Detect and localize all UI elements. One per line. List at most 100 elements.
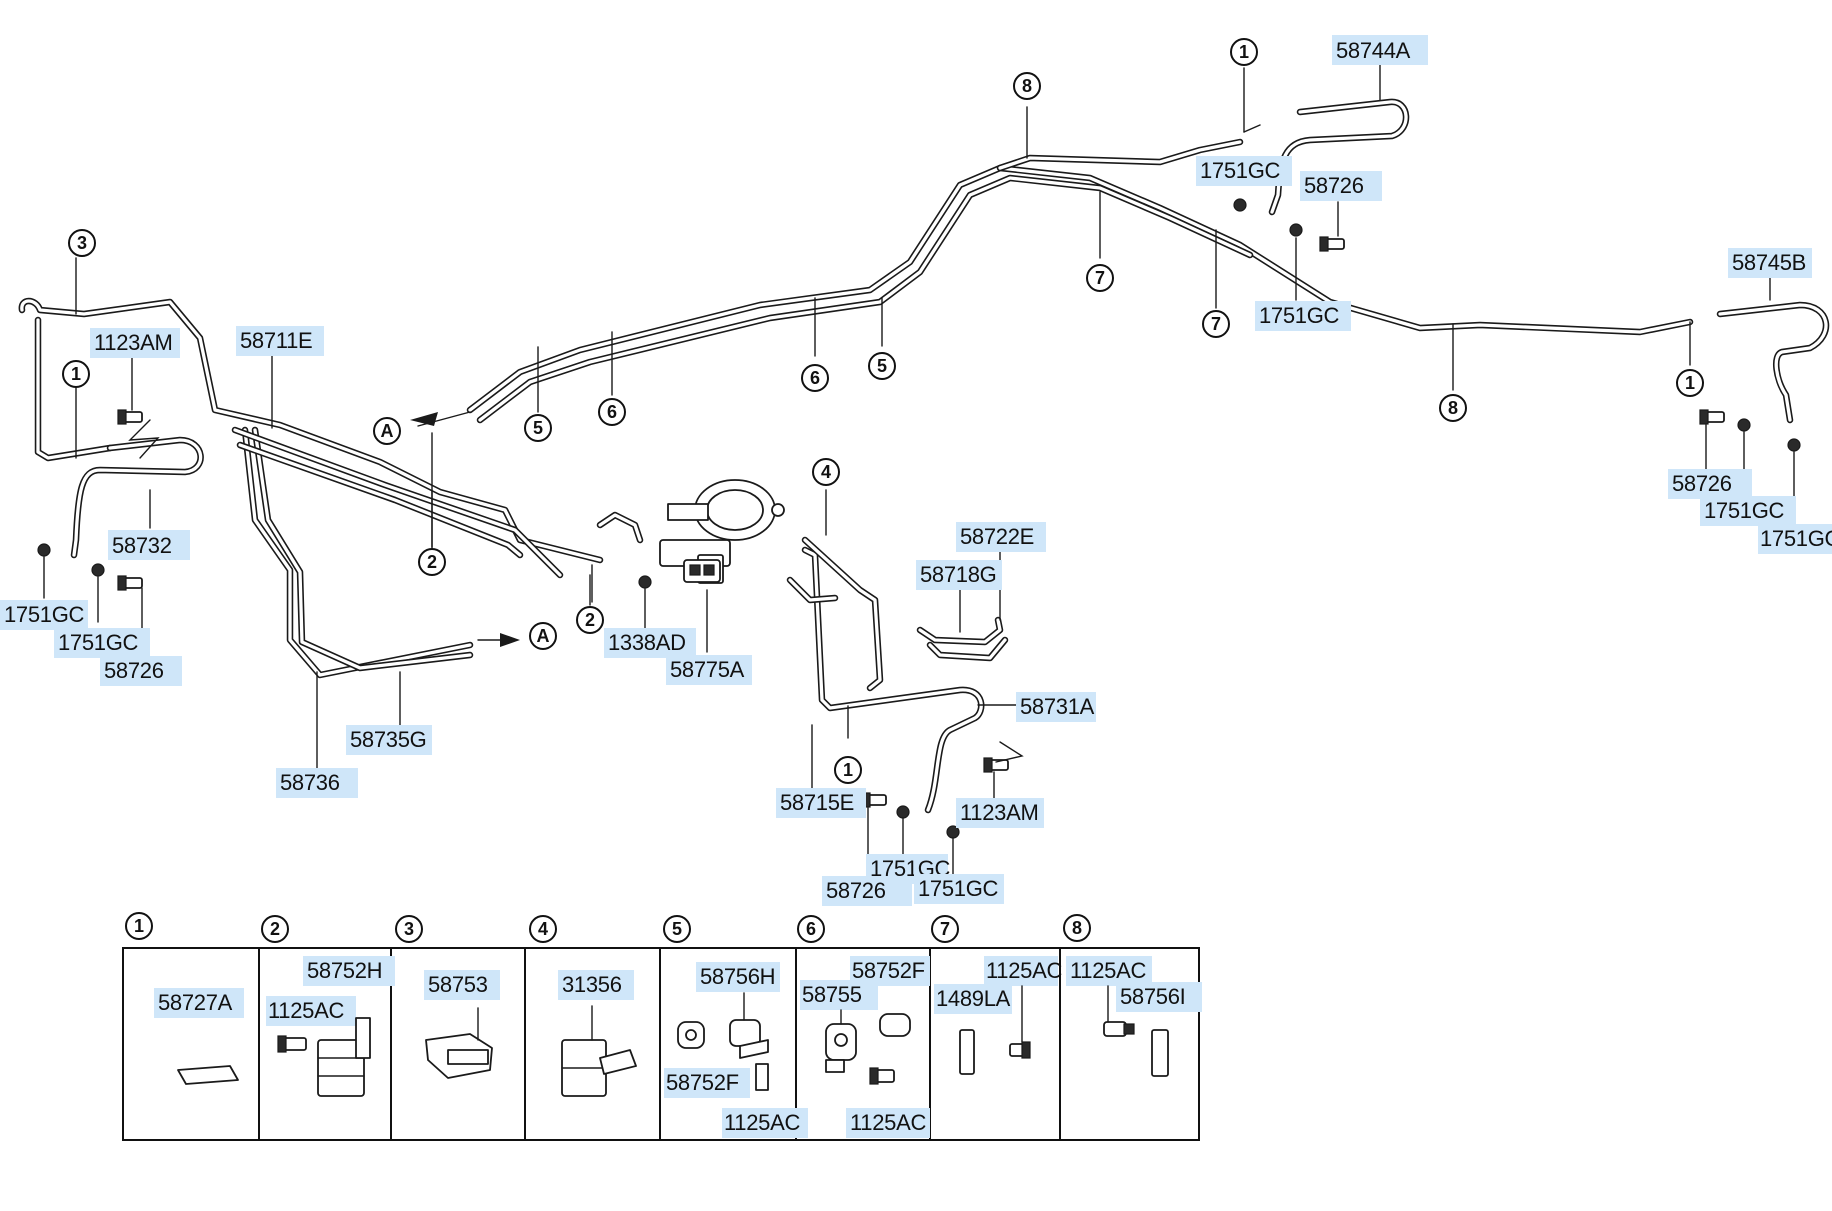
reference-marker: 1: [1230, 38, 1258, 66]
svg-text:2: 2: [427, 552, 437, 572]
svg-text:7: 7: [1211, 314, 1221, 334]
legend-cell-number: 2: [261, 915, 289, 943]
svg-text:1338AD: 1338AD: [608, 630, 686, 655]
legend-label: 1125AC: [266, 996, 356, 1026]
part-label: 58726: [1300, 171, 1382, 201]
legend-cell-number: 8: [1063, 914, 1091, 942]
svg-text:58726: 58726: [104, 658, 164, 683]
part-label: 1338AD: [604, 628, 696, 658]
part-label: 58715E: [776, 788, 866, 818]
svg-text:A: A: [537, 626, 550, 646]
svg-text:4: 4: [538, 919, 548, 939]
master-cylinder-bracket: [683, 559, 721, 583]
svg-text:7: 7: [940, 919, 950, 939]
svg-text:1: 1: [1685, 373, 1695, 393]
grommet-part: [425, 1007, 493, 1079]
section-marker: A: [373, 417, 401, 445]
reference-marker: 7: [1086, 264, 1114, 292]
brake-tubes: [18, 98, 1830, 814]
svg-text:1751GC: 1751GC: [1704, 498, 1785, 523]
part-label: 58722E: [956, 522, 1046, 552]
svg-text:58752F: 58752F: [666, 1070, 739, 1095]
part-label: 58735G: [346, 725, 432, 755]
bracket-part: [677, 992, 769, 1091]
svg-text:1125AC: 1125AC: [268, 998, 344, 1023]
part-label: 58726: [822, 876, 912, 906]
legend-label: 58727A: [154, 988, 244, 1018]
legend-cell-number: 5: [663, 915, 691, 943]
svg-text:58722E: 58722E: [960, 524, 1034, 549]
svg-text:1: 1: [71, 364, 81, 384]
legend-cell-number: 1: [125, 912, 153, 940]
legend-label: 58752F: [850, 956, 930, 986]
svg-text:1123AM: 1123AM: [94, 330, 173, 355]
svg-text:58756I: 58756I: [1120, 984, 1186, 1009]
legend-label: 58756H: [696, 962, 780, 992]
legend-label: 58752H: [303, 956, 395, 986]
legend-label: 1489LA: [934, 984, 1012, 1014]
svg-text:A: A: [381, 421, 394, 441]
svg-text:1125AC: 1125AC: [724, 1110, 800, 1135]
svg-text:58715E: 58715E: [780, 790, 854, 815]
part-label: 58726: [100, 656, 182, 686]
svg-text:6: 6: [806, 919, 816, 939]
svg-text:6: 6: [607, 402, 617, 422]
svg-text:2: 2: [585, 610, 595, 630]
svg-text:8: 8: [1072, 918, 1082, 938]
part-labels: 58744A 1751GC 58726 1751GC 58745B 58726 …: [0, 35, 1832, 906]
reference-marker: 6: [598, 398, 626, 426]
svg-text:1751GC: 1751GC: [1259, 303, 1340, 328]
legend-label: 58752F: [664, 1068, 750, 1098]
clip-part: [959, 985, 1031, 1075]
svg-text:58755: 58755: [802, 982, 862, 1007]
svg-text:58775A: 58775A: [670, 657, 745, 682]
svg-text:8: 8: [1448, 398, 1458, 418]
part-label: 1751GC: [1700, 496, 1796, 526]
reference-marker: 1: [834, 756, 862, 784]
legend-label: 58756I: [1116, 982, 1202, 1012]
legend-table: 1 2 3 4 5 6 7 8 58727A 58752H 1125AC 587…: [122, 912, 1202, 1141]
svg-text:58718G: 58718G: [920, 562, 997, 587]
clip-block-part: [561, 1005, 637, 1097]
legend-label: 58753: [424, 970, 500, 1000]
clip-part: [177, 1065, 239, 1085]
brake-booster: [659, 479, 785, 584]
fasteners: [37, 198, 1801, 839]
svg-text:1: 1: [843, 760, 853, 780]
part-label: 58732: [108, 530, 190, 560]
svg-text:31356: 31356: [562, 972, 622, 997]
svg-text:1751GC: 1751GC: [58, 630, 139, 655]
svg-text:58756H: 58756H: [700, 964, 775, 989]
reference-marker: 8: [1013, 72, 1041, 100]
reference-marker: 5: [868, 352, 896, 380]
svg-text:58753: 58753: [428, 972, 488, 997]
part-label: 58736: [276, 768, 358, 798]
part-label: 1751GC: [1196, 156, 1292, 186]
part-label: 1123AM: [90, 328, 180, 358]
legend-label: 31356: [558, 970, 634, 1000]
svg-text:1: 1: [134, 916, 144, 936]
part-label: 1751GC: [1758, 524, 1832, 554]
svg-text:58744A: 58744A: [1336, 38, 1411, 63]
part-label: 58775A: [666, 655, 752, 685]
reference-marker: 3: [68, 229, 96, 257]
svg-text:58732: 58732: [112, 533, 172, 558]
part-label: 58745B: [1728, 248, 1812, 278]
reference-marker: 8: [1439, 394, 1467, 422]
part-label: 1751GC: [54, 628, 150, 658]
svg-text:1125AC: 1125AC: [986, 958, 1062, 983]
legend-cell-number: 7: [931, 915, 959, 943]
part-label: 58711E: [236, 326, 324, 356]
svg-text:1751GC: 1751GC: [1760, 526, 1832, 551]
reference-marker: 6: [801, 364, 829, 392]
svg-text:1123AM: 1123AM: [960, 800, 1039, 825]
svg-text:58726: 58726: [1304, 173, 1364, 198]
reference-marker: 4: [812, 458, 840, 486]
svg-text:1751GC: 1751GC: [1200, 158, 1281, 183]
legend-cell-number: 6: [797, 915, 825, 943]
bracket-part: [825, 1009, 911, 1085]
svg-text:58726: 58726: [1672, 471, 1732, 496]
svg-text:58711E: 58711E: [240, 328, 312, 353]
legend-label: 1125AC: [846, 1108, 930, 1138]
